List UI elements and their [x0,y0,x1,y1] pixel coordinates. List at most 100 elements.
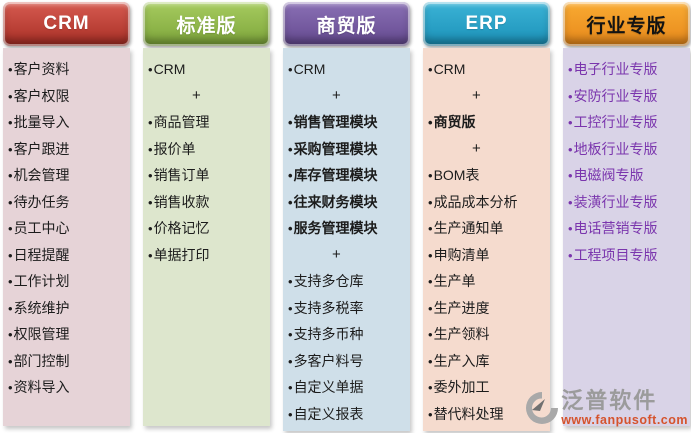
feature-label: 安防行业专版 [573,87,658,104]
feature-item: •日程提醒 [8,242,126,269]
feature-label: CRM [293,61,326,77]
bullet-icon: • [8,141,13,157]
bullet-icon: • [568,141,573,157]
feature-item: •机会管理 [8,162,126,189]
bullet-icon: • [428,406,433,422]
logo-sail [532,399,546,411]
edition-column-3: 商贸版•CRM+•销售管理模块•采购管理模块•库存管理模块•往来财务模块•服务管… [283,2,410,431]
feature-item: •工控行业专版 [568,109,686,136]
feature-label: 单据打印 [153,246,210,263]
bullet-icon: • [288,274,293,289]
feature-label: 支持多税率 [293,299,364,316]
bullet-icon: • [288,168,293,183]
bullet-icon: • [8,168,13,183]
bullet-icon: • [428,380,433,395]
edition-column-1: CRM•客户资料•客户权限•批量导入•客户跟进•机会管理•待办任务•员工中心•日… [3,2,130,426]
feature-item: •报价单 [148,136,266,163]
feature-label: 批量导入 [13,114,70,130]
bullet-icon: • [568,247,573,263]
feature-item: •工作计划 [8,268,126,295]
feature-item: •销售收款 [148,189,266,216]
feature-label: 商品管理 [153,114,210,130]
feature-label: 部门控制 [13,352,70,369]
edition-header: 商贸版 [283,2,410,46]
feature-label: CRM [153,61,186,77]
brand-url[interactable]: www.fanpusoft.com [561,413,688,427]
plus-separator: + [331,86,341,104]
bullet-icon: • [288,300,293,316]
feature-item: •往来财务模块 [288,189,406,216]
feature-label: 员工中心 [13,220,70,236]
feature-label: 销售收款 [153,193,210,210]
feature-item: •装潢行业专版 [568,189,686,216]
bullet-icon: • [428,168,433,183]
bullet-icon: • [288,353,293,369]
feature-item: •库存管理模块 [288,162,406,189]
plus-separator: + [471,139,481,157]
bullet-icon: • [148,221,153,236]
bullet-icon: • [288,62,293,77]
feature-label: 电磁阀专版 [573,167,644,183]
feature-label: 日程提醒 [13,246,70,263]
bullet-icon: • [8,221,13,236]
bullet-icon: • [288,221,293,236]
feature-label: 权限管理 [13,326,70,342]
feature-label: 生产通知单 [433,220,504,236]
edition-column-4: ERP•CRM+•商贸版+•BOM表•成品成本分析•生产通知单•申购清单•生产单… [423,2,550,431]
feature-item: •客户跟进 [8,136,126,163]
bullet-icon: • [428,300,433,316]
bullet-icon: • [8,353,13,369]
feature-item: •服务管理模块 [288,215,406,242]
logo-ring [526,392,559,424]
feature-item: •电话营销专版 [568,215,686,242]
bullet-icon: • [288,406,293,422]
feature-label: 生产领料 [433,326,490,342]
feature-item: •待办任务 [8,189,126,216]
feature-item: •CRM [428,56,546,83]
feature-label: 资料导入 [13,379,70,395]
feature-item: •工程项目专版 [568,242,686,269]
feature-label: 价格记忆 [153,220,210,236]
edition-comparison-board: CRM•客户资料•客户权限•批量导入•客户跟进•机会管理•待办任务•员工中心•日… [3,2,691,431]
feature-item: •替代料处理 [428,401,546,428]
feature-label: 工程项目专版 [573,246,658,263]
feature-item: •生产通知单 [428,215,546,242]
feature-item: •成品成本分析 [428,189,546,216]
bullet-icon: • [8,380,13,395]
feature-label: 申购清单 [433,246,490,263]
edition-feature-list: •CRM+•销售管理模块•采购管理模块•库存管理模块•往来财务模块•服务管理模块… [283,48,410,431]
bullet-icon: • [8,247,13,263]
feature-label: 客户跟进 [13,140,70,157]
bullet-icon: • [148,247,153,263]
feature-item: •权限管理 [8,321,126,348]
feature-label: 客户资料 [13,61,70,77]
edition-header: 行业专版 [563,2,690,46]
bullet-icon: • [8,194,13,210]
brand-watermark: 泛普软件 www.fanpusoft.com [525,389,688,427]
feature-label: 替代料处理 [433,405,504,422]
feature-item: •支持多仓库 [288,268,406,295]
bullet-icon: • [288,327,293,342]
feature-item: •支持多税率 [288,295,406,322]
plus-separator: + [471,86,481,104]
bullet-icon: • [288,194,293,210]
edition-header: 标准版 [143,2,270,46]
feature-label: 多客户料号 [293,352,364,369]
edition-column-2: 标准版•CRM+•商品管理•报价单•销售订单•销售收款•价格记忆•单据打印 [143,2,270,426]
bullet-icon: • [428,115,433,130]
feature-label: 库存管理模块 [293,167,378,183]
feature-label: 成品成本分析 [433,193,518,210]
feature-label: 服务管理模块 [293,220,378,236]
feature-item: •生产入库 [428,348,546,375]
feature-label: 生产单 [433,273,476,289]
feature-item: •CRM [288,56,406,83]
bullet-icon: • [428,274,433,289]
feature-label: 销售管理模块 [293,114,378,130]
feature-item: •生产单 [428,268,546,295]
feature-label: 采购管理模块 [293,140,378,157]
brand-name: 泛普软件 [561,388,658,413]
feature-label: 自定义单据 [293,379,364,395]
feature-label: 地板行业专版 [573,140,658,157]
plus-separator: + [331,245,341,263]
feature-item: •支持多币种 [288,321,406,348]
